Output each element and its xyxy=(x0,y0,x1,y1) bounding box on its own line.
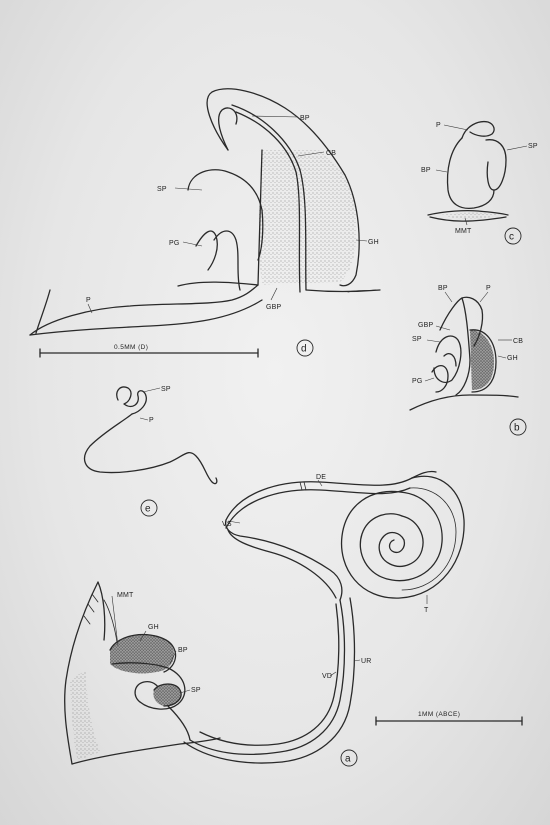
label-d-gbp: GBP xyxy=(266,304,282,311)
label-b-pg: PG xyxy=(412,378,423,385)
panel-c: P SP BP MMT c xyxy=(421,122,538,244)
label-e-p: P xyxy=(149,417,154,424)
label-a-mmt: MMT xyxy=(117,592,134,599)
label-a-sp: SP xyxy=(191,687,201,694)
pg-folds xyxy=(196,231,240,290)
label-b-gbp: GBP xyxy=(418,322,434,329)
label-c-mmt: MMT xyxy=(455,228,472,235)
b-body xyxy=(440,298,470,395)
label-d-gh: GH xyxy=(368,239,379,246)
panel-label-d: d xyxy=(301,344,307,355)
c-mmt-stipple xyxy=(440,213,500,219)
b-base xyxy=(410,395,518,410)
b-pg xyxy=(432,354,456,392)
label-a-de: DE xyxy=(316,474,326,481)
p-sheath-lower xyxy=(30,290,262,335)
label-d-bp: BP xyxy=(300,115,310,122)
a-base-curve xyxy=(168,706,190,740)
label-c-bp: BP xyxy=(421,167,431,174)
sp-outline xyxy=(188,170,263,260)
a-vs xyxy=(226,520,342,600)
label-e-sp: SP xyxy=(161,386,171,393)
label-b-cb: CB xyxy=(513,338,523,345)
label-c-sp: SP xyxy=(528,143,538,150)
panel-label-b: b xyxy=(514,423,520,434)
label-a-gh: GH xyxy=(148,624,159,631)
label-d-cb: CB xyxy=(326,150,336,157)
bp-tip xyxy=(219,108,237,150)
label-d-p: P xyxy=(86,297,91,304)
a-de-duct xyxy=(226,478,412,520)
label-d-pg: PG xyxy=(169,240,180,247)
e-sp-coil xyxy=(117,387,147,414)
panel-a: DE VS MMT GH BP SP VD UR T 1MM (ABCE) a xyxy=(65,471,522,766)
p-sheath xyxy=(30,150,262,335)
label-a-ur: UR xyxy=(361,658,372,665)
label-b-p: P xyxy=(486,285,491,292)
label-b-sp: SP xyxy=(412,336,422,343)
label-a-t: T xyxy=(424,607,429,614)
a-vd-inner xyxy=(200,604,339,745)
panel-b: BP P GBP SP CB GH PG b xyxy=(410,285,526,435)
panel-label-e: e xyxy=(145,504,151,515)
label-a-bp: BP xyxy=(178,647,188,654)
scale-label-d: 0.5MM (D) xyxy=(114,344,148,351)
e-p-filament xyxy=(85,414,217,484)
label-a-vs: VS xyxy=(222,521,232,528)
a-body-stipple xyxy=(70,670,100,760)
panel-label-a: a xyxy=(345,754,351,765)
panel-d: BP CB SP GH PG P GBP 0.5MM (D) d xyxy=(30,89,380,357)
label-a-vd: VD xyxy=(322,673,332,680)
label-d-sp: SP xyxy=(157,186,167,193)
panel-label-c: c xyxy=(509,232,514,243)
label-b-bp: BP xyxy=(438,285,448,292)
label-b-gh: GH xyxy=(507,355,518,362)
label-c-p: P xyxy=(436,122,441,129)
scale-label-a: 1MM (ABCE) xyxy=(418,711,460,718)
panel-e: SP P e xyxy=(85,386,217,516)
c-sp xyxy=(486,140,506,190)
a-ur xyxy=(184,598,355,763)
